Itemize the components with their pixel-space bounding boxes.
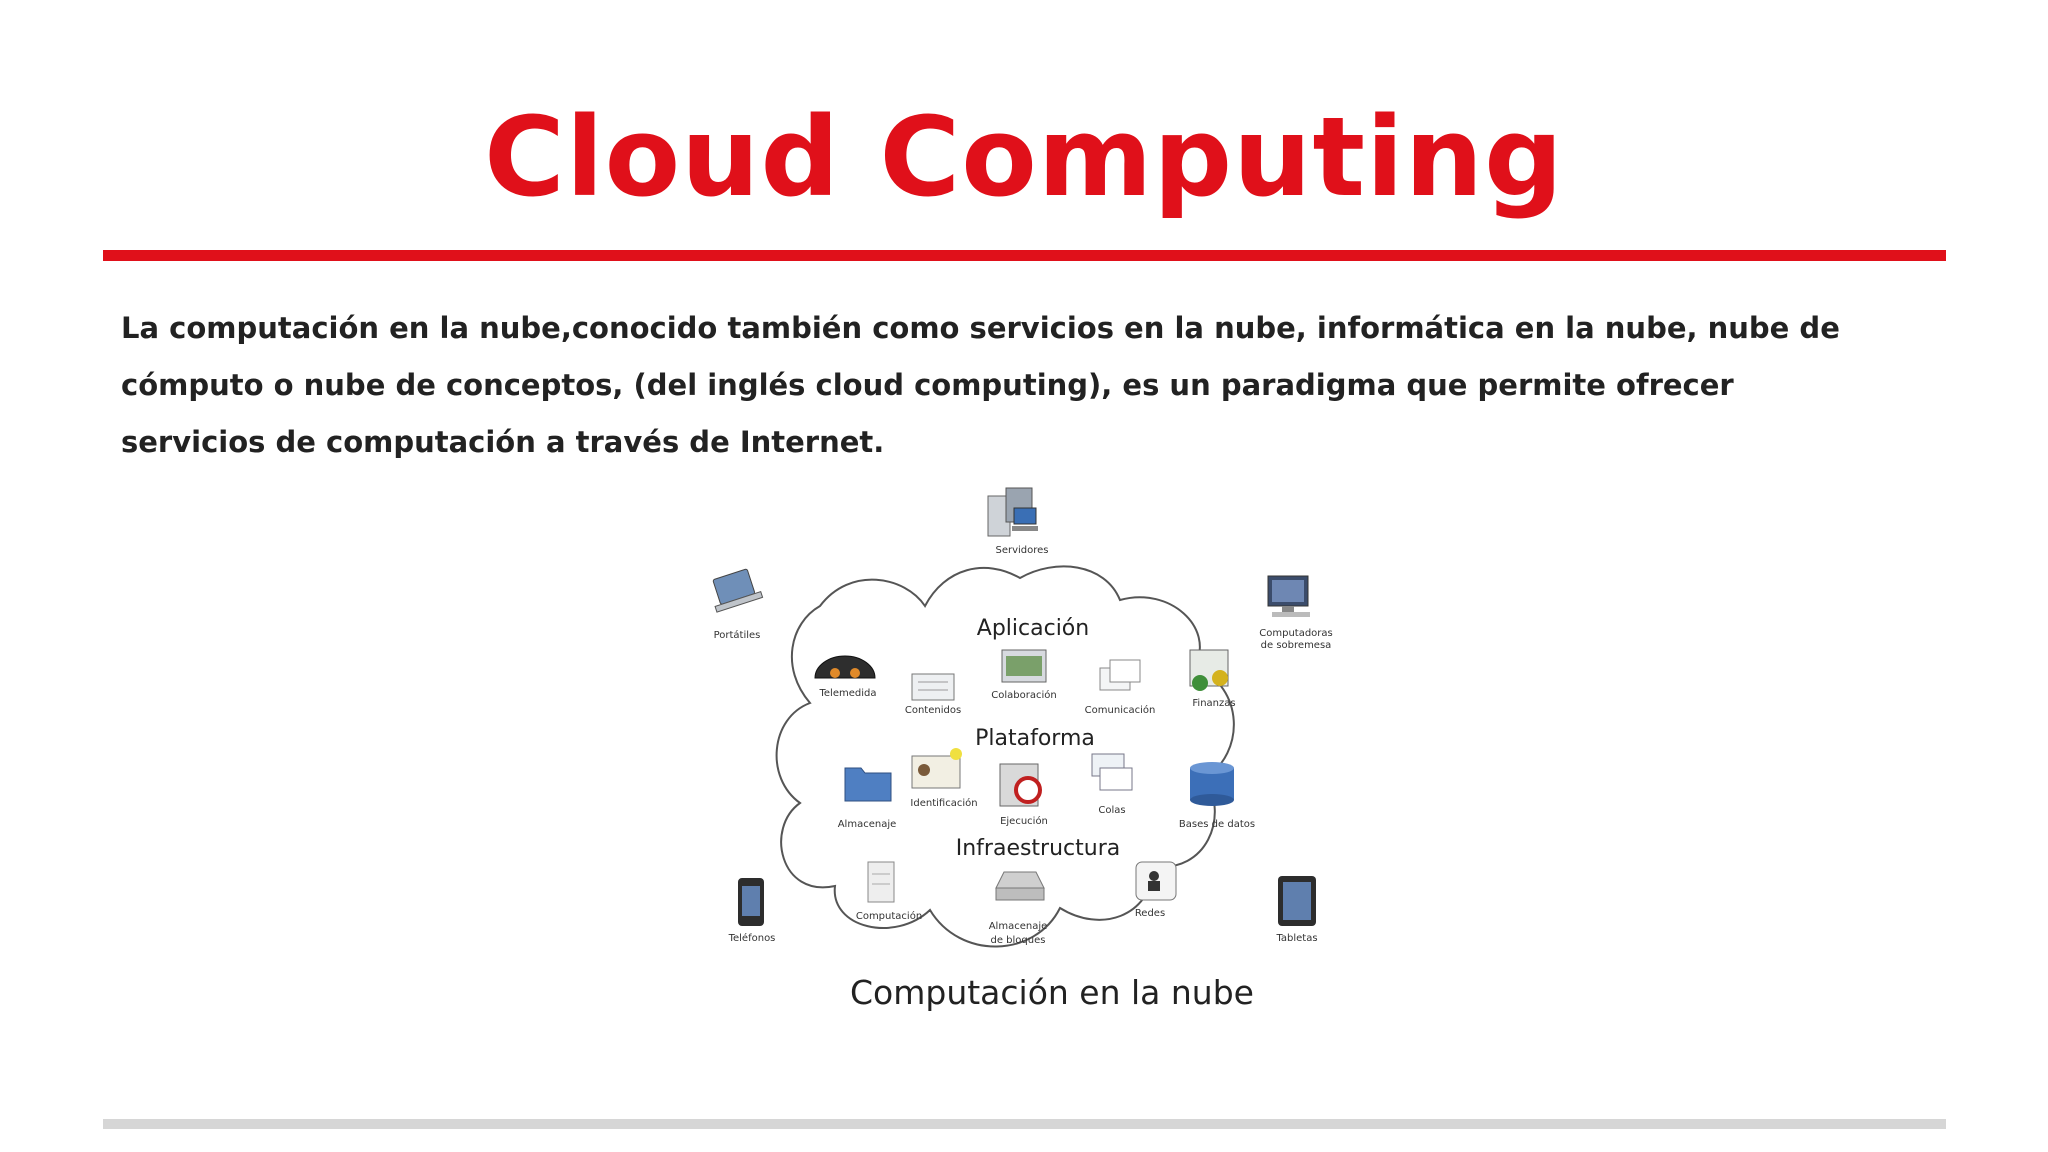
finance-label: Finanzas — [1192, 698, 1235, 709]
content-label: Contenidos — [905, 705, 961, 716]
finance-icon — [1190, 650, 1228, 691]
collaboration-label: Colaboración — [991, 689, 1056, 701]
network-icon — [1136, 862, 1176, 900]
platform-layer-label: Plataforma — [975, 726, 1095, 751]
cloud-computing-diagram: Servidores Portátiles Computadoras de so… — [700, 478, 1360, 1018]
collaboration-icon — [1002, 650, 1046, 682]
compute-server-icon — [868, 862, 894, 902]
slide-title: Cloud Computing — [0, 92, 2048, 222]
title-divider — [103, 250, 1946, 261]
infrastructure-layer-label: Infraestructura — [956, 836, 1121, 861]
block-storage-icon — [996, 872, 1044, 900]
desktops-label-line2: de sobremesa — [1261, 640, 1332, 651]
desktops-label-line1: Computadoras — [1259, 628, 1333, 639]
storage-label: Almacenaje — [838, 819, 897, 830]
phone-icon — [738, 878, 764, 926]
database-icon — [1190, 762, 1234, 806]
runtime-label: Ejecución — [1000, 815, 1048, 827]
communication-label: Comunicación — [1085, 704, 1156, 716]
identity-label: Identificación — [910, 797, 977, 809]
runtime-icon — [1000, 764, 1040, 806]
laptop-icon — [707, 567, 763, 612]
servers-label: Servidores — [995, 545, 1048, 556]
storage-folder-icon — [845, 768, 891, 801]
compute-label: Computación — [856, 910, 922, 922]
desktop-computer-icon — [1268, 576, 1310, 617]
content-icon — [912, 674, 954, 700]
queues-label: Colas — [1098, 805, 1125, 816]
phones-label: Teléfonos — [728, 932, 776, 944]
tablet-icon — [1278, 876, 1316, 926]
laptops-label: Portátiles — [714, 629, 761, 641]
application-layer-label: Aplicación — [977, 616, 1089, 641]
tablets-label: Tabletas — [1275, 933, 1317, 944]
footer-divider — [103, 1119, 1946, 1129]
diagram-caption: Computación en la nube — [850, 973, 1254, 1012]
databases-label: Bases de datos — [1179, 819, 1255, 830]
network-label: Redes — [1135, 908, 1165, 919]
block-storage-label-line2: de bloques — [991, 935, 1046, 946]
servers-icon — [988, 488, 1038, 536]
slide-body-text: La computación en la nube,conocido tambi… — [121, 300, 1881, 471]
telemetry-label: Telemedida — [819, 688, 877, 699]
block-storage-label-line1: Almacenaje — [989, 921, 1048, 932]
